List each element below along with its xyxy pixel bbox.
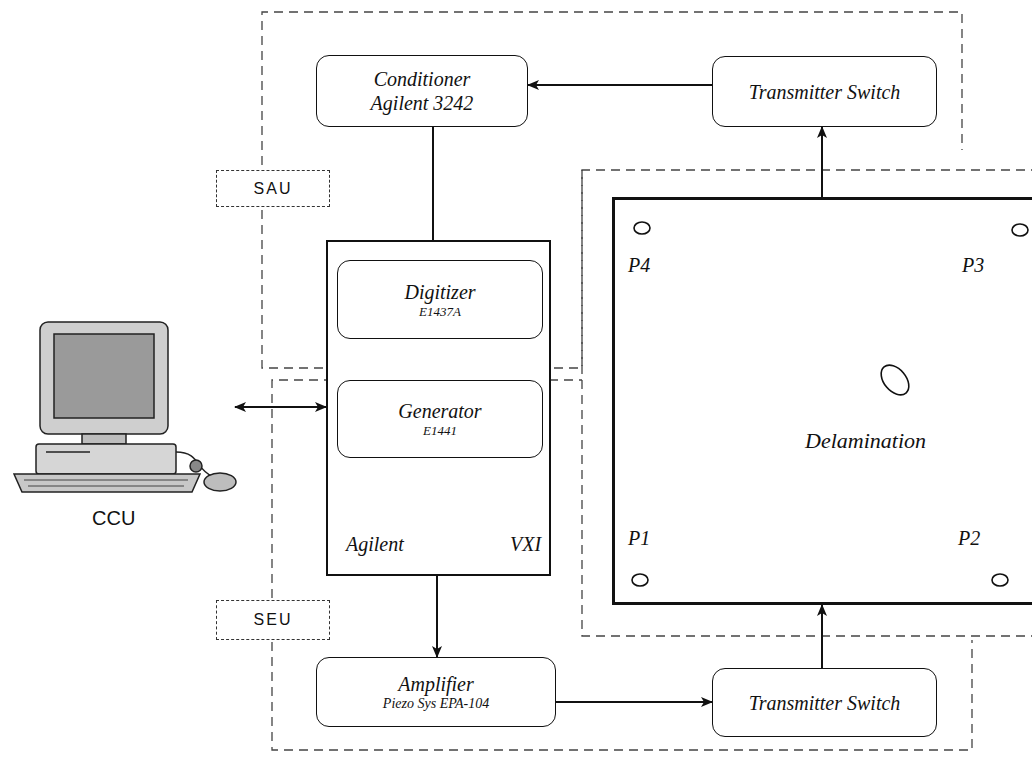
sensor-marks [632, 222, 1028, 586]
switch-box: Transmitter Switch [712, 668, 937, 737]
node-subtitle: Piezo Sys EPA-104 [383, 696, 489, 713]
sensor-p4 [634, 222, 650, 234]
node-title: Digitizer [404, 280, 475, 304]
node-title: Agilent [346, 532, 404, 556]
seu-region [272, 640, 972, 750]
node-title: Amplifier [398, 672, 474, 696]
sensor-p3 [1012, 224, 1028, 236]
chassis-box: Agilent VXI DigitizerE1437A GeneratorE1441 [326, 240, 551, 576]
sensor-p2 [992, 574, 1008, 586]
node-title: SEU [254, 610, 293, 629]
node-title: Delamination [805, 428, 926, 454]
sensor-label: P2 [958, 527, 980, 550]
node-title: Conditioner [374, 67, 471, 91]
node-subtitle: VXI [510, 532, 541, 556]
node-title: SAU [254, 179, 293, 198]
unit-label-box: SAU [216, 170, 330, 207]
node-title: Generator [398, 399, 481, 423]
node-title: CCU [92, 506, 135, 530]
node-subtitle: E1437A [419, 304, 461, 320]
process-box: GeneratorE1441 [337, 380, 543, 458]
node-subtitle: Agilent 3242 [371, 91, 474, 115]
node-title: Transmitter Switch [749, 691, 901, 715]
computer-node: CCU [10, 320, 235, 535]
sau-region [262, 12, 962, 165]
delamination-mark [876, 360, 915, 400]
signal-arrow [528, 84, 712, 86]
process-box: ConditionerAgilent 3242 [316, 55, 528, 127]
signal-arrow [556, 701, 712, 703]
computer-icon [14, 322, 236, 492]
unit-label-box: SEU [216, 600, 330, 640]
switch-box: Transmitter Switch [712, 56, 937, 127]
sensor-label: P1 [628, 527, 650, 550]
node-subtitle: E1441 [423, 423, 457, 439]
group-outlines [262, 12, 1032, 750]
node-title: Transmitter Switch [749, 80, 901, 104]
process-box: AmplifierPiezo Sys EPA-104 [316, 657, 556, 727]
signal-arrow [821, 605, 823, 668]
sensor-label: P3 [962, 254, 984, 277]
sensor-p1 [632, 574, 648, 586]
signal-arrow [235, 406, 326, 408]
plate-region [582, 170, 1032, 636]
signal-arrow [821, 127, 823, 197]
process-box: DigitizerE1437A [337, 260, 543, 339]
sensor-label: P4 [628, 254, 650, 277]
